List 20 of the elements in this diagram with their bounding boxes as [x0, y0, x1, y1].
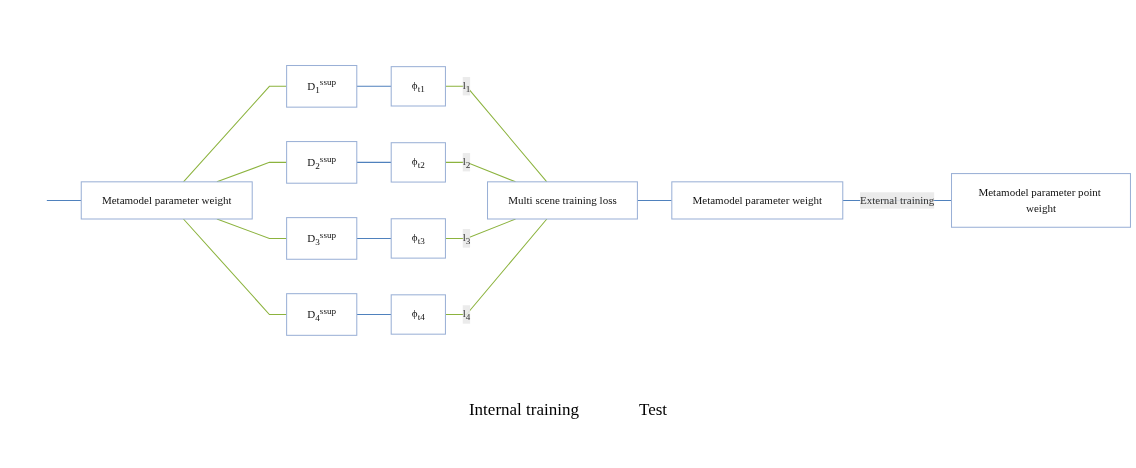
node-box: Metamodel parameter weight: [80, 180, 253, 220]
node-box: ϕ$_{t3}$: [390, 217, 446, 259]
node-box: ϕ$_{t1}$: [390, 65, 446, 107]
connector: [356, 237, 392, 239]
node-box: Multi scene training loss: [487, 180, 638, 220]
column-label: Internal training: [468, 400, 579, 420]
column-label: Test: [638, 400, 668, 420]
connector: [356, 161, 392, 163]
edge-label: l$_{2}$: [462, 154, 471, 170]
edge-label: External training: [859, 193, 935, 206]
edge-label: l$_{4}$: [462, 306, 471, 322]
edge-label: l$_{1}$: [462, 78, 471, 94]
node-box: ϕ$_{t2}$: [390, 141, 446, 183]
node-box: Metamodel parameter weight: [671, 180, 844, 220]
node-box: Metamodel parameter point weight: [951, 172, 1131, 228]
edge-label: l$_{3}$: [462, 230, 471, 246]
connector: [46, 199, 82, 201]
connector: [356, 85, 392, 87]
node-box: ϕ$_{t4}$: [390, 293, 446, 335]
connector: [356, 313, 392, 315]
